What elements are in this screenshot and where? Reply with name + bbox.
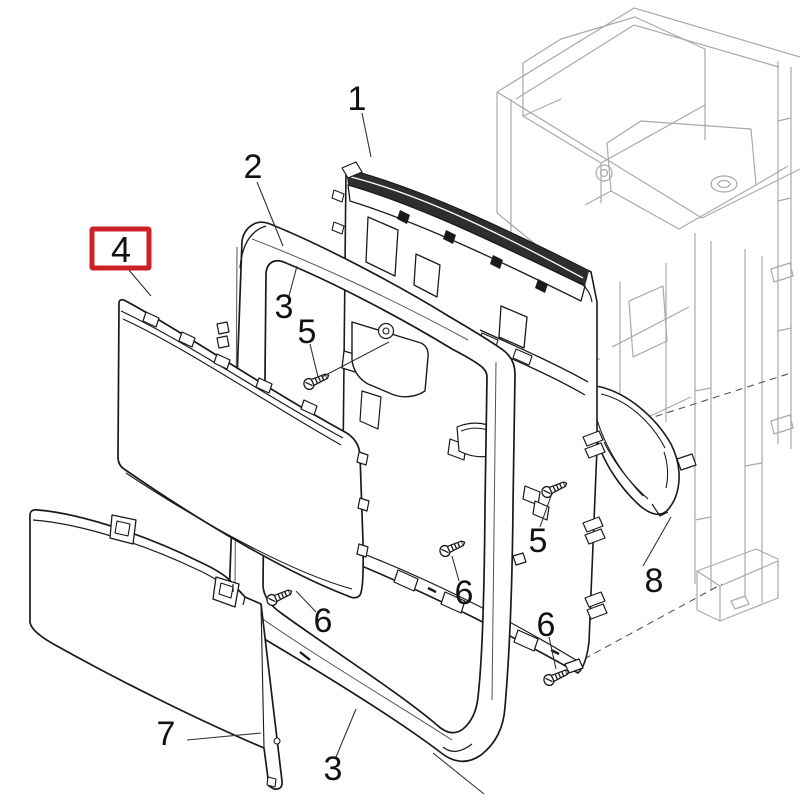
- callout-5a: 5: [298, 313, 317, 351]
- screw-5b: [541, 481, 568, 499]
- chassis-ghost: [496, 7, 800, 622]
- callout-8: 8: [645, 562, 664, 600]
- callout-labels: 1 2 3 3 4 5 5 6 6 6 7 8: [111, 80, 663, 788]
- leader-lines: [127, 112, 672, 795]
- callout-2: 2: [244, 148, 263, 186]
- screw-5a: [303, 373, 330, 391]
- callout-7: 7: [157, 715, 176, 753]
- callout-5b: 5: [529, 522, 548, 560]
- screw-6a: [266, 589, 293, 607]
- screw-6c: [543, 669, 570, 687]
- part-4-cover: [117, 298, 370, 599]
- callout-3b: 3: [324, 750, 343, 788]
- callout-6c: 6: [537, 606, 556, 644]
- part-8-bracket: [592, 385, 697, 517]
- highlight-box: [89, 226, 152, 271]
- callout-6a: 6: [314, 602, 333, 640]
- assembly-dashed-lines: [583, 372, 792, 660]
- callout-1: 1: [348, 80, 367, 118]
- callout-4: 4: [111, 229, 131, 270]
- screws: [266, 373, 570, 687]
- callout-6b: 6: [455, 574, 474, 612]
- screw-6b: [439, 540, 466, 558]
- callout-3a: 3: [275, 288, 294, 326]
- part-7-lower-cover: [29, 508, 283, 790]
